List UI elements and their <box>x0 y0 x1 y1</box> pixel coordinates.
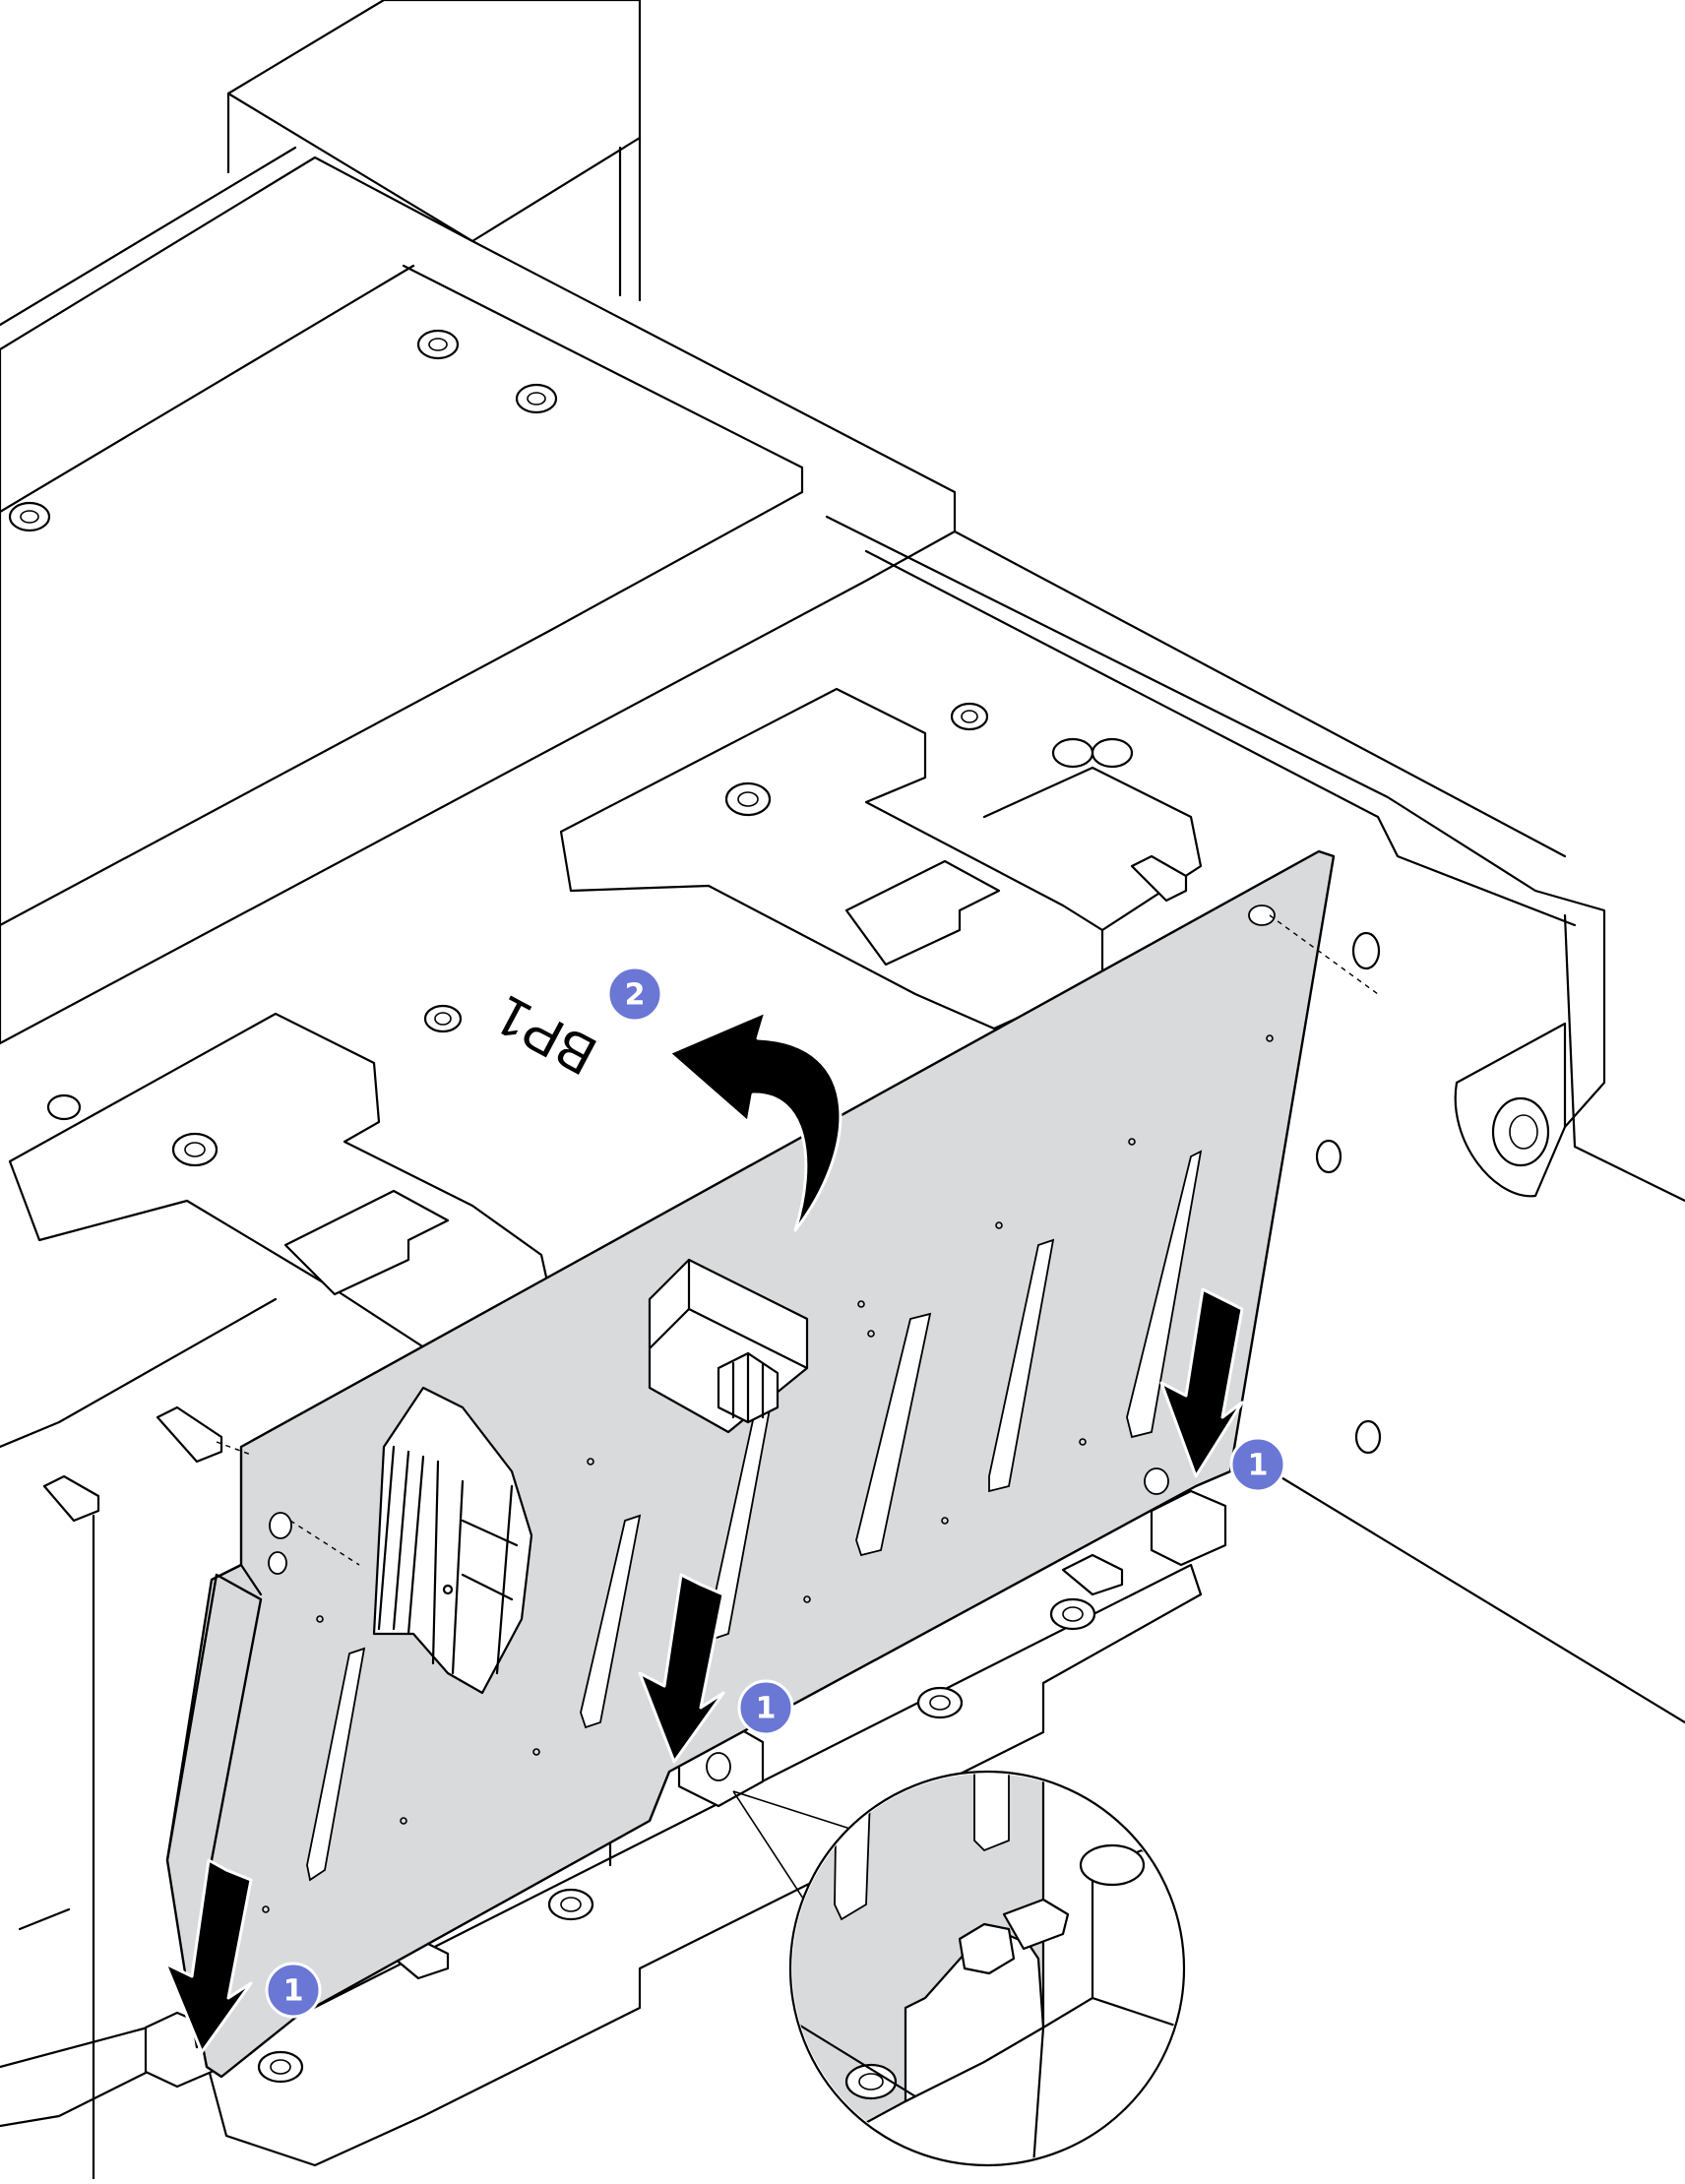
arrow-down-icon <box>1159 1287 1244 1478</box>
bp1-label: BP1 <box>485 984 606 1088</box>
arrow-down-icon <box>638 1573 725 1764</box>
callout-step-1-right: 1 <box>1229 1436 1286 1493</box>
power-connector <box>648 1258 809 1434</box>
alignment-line-right <box>1269 914 1379 995</box>
motion-arrows <box>163 1010 1244 2054</box>
callout-number: 2 <box>625 978 646 1013</box>
backplane-board <box>165 849 1379 2079</box>
bp1-imprint: BP1 <box>485 984 606 1088</box>
alignment-line-pin <box>216 1441 252 1456</box>
chassis-frame <box>0 0 1685 1724</box>
drive-bracket-upper <box>559 687 1203 1030</box>
board-dots <box>262 1034 1274 1913</box>
callout-number: 1 <box>283 1974 304 2009</box>
callout-step-1-middle: 1 <box>737 1679 794 1736</box>
callout-number: 1 <box>756 1692 777 1726</box>
callout-step-1-left: 1 <box>265 1962 322 2019</box>
callout-step-2: 2 <box>606 966 663 1023</box>
data-connector <box>372 1386 533 1695</box>
callout-number: 1 <box>1248 1449 1269 1483</box>
curved-arrow-icon <box>667 1010 842 1232</box>
detail-magnifier <box>732 1770 1186 2167</box>
arrow-down-icon <box>163 1858 253 2054</box>
alignment-line-left <box>289 1520 360 1566</box>
drive-bracket-lower <box>0 1004 553 2181</box>
